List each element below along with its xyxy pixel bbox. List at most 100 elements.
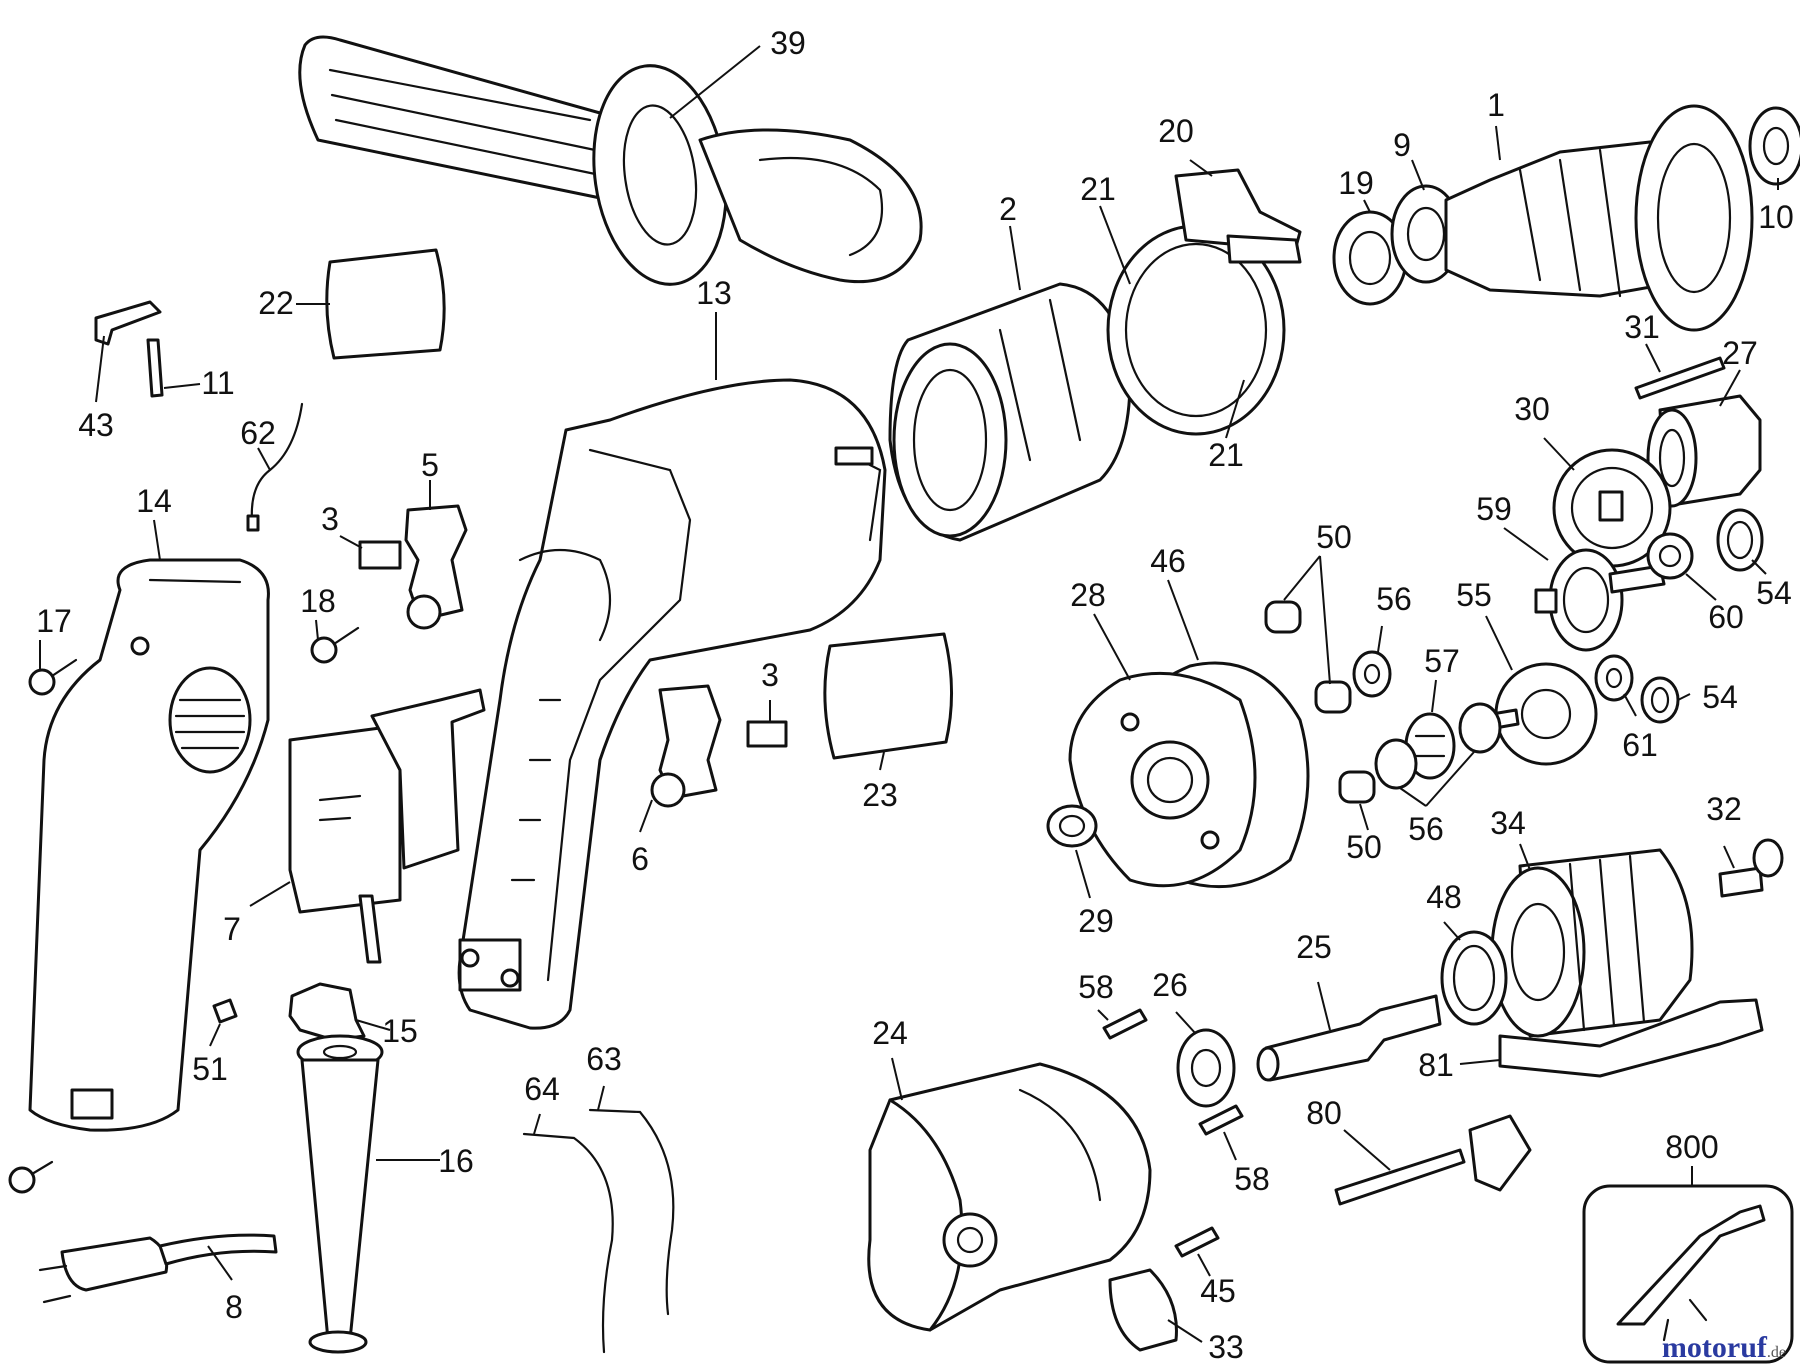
callout-80: 80: [1306, 1095, 1342, 1131]
bearing-inner-54a: [1726, 520, 1754, 560]
leader-line-61: [1623, 693, 1637, 717]
leader-line-8: [207, 1245, 233, 1281]
callout-32: 32: [1706, 791, 1742, 827]
callout-56a: 56: [1376, 581, 1412, 617]
leader-line-48: [1443, 921, 1461, 941]
callout-1: 1: [1487, 87, 1505, 123]
armature-part-1: [1390, 104, 1754, 332]
leader-line-31: [1645, 343, 1661, 373]
gear-hub-30: [1598, 490, 1624, 522]
screw-part-18: [310, 636, 338, 664]
bearing-inner-19: [1348, 230, 1392, 286]
leader-line-9: [1411, 159, 1425, 191]
brush-holder-cap-5: [406, 594, 442, 630]
washer-inner-56c: [1363, 663, 1381, 685]
washer-part-56c: [1352, 650, 1392, 698]
leader-line-7: [249, 881, 291, 907]
ratchet-part-60: [1646, 532, 1694, 580]
leader-line-39: [669, 45, 761, 119]
leader-line-45: [1197, 1253, 1211, 1277]
washer-part-56a: [1458, 702, 1502, 754]
callout-64: 64: [524, 1071, 560, 1107]
leader-line-33: [1167, 1319, 1203, 1343]
callout-20: 20: [1158, 113, 1194, 149]
callout-21a: 21: [1080, 171, 1116, 207]
spring-part-51: [212, 998, 238, 1024]
leader-line-57: [1431, 679, 1437, 713]
callout-8: 8: [225, 1289, 243, 1325]
leader-line-43: [95, 335, 105, 403]
callout-43: 43: [78, 407, 114, 443]
leader-line-14: [153, 519, 161, 561]
callout-22: 22: [258, 285, 294, 321]
pin-part-31: [1634, 356, 1726, 400]
callout-34: 34: [1490, 805, 1526, 841]
inset-box-800: [1582, 1184, 1794, 1364]
plate-slots-57: [1414, 734, 1446, 758]
callout-6: 6: [631, 841, 649, 877]
callout-16: 16: [438, 1143, 474, 1179]
callout-21b: 21: [1208, 437, 1244, 473]
callout-5: 5: [421, 447, 439, 483]
callout-10: 10: [1758, 199, 1794, 235]
callout-24: 24: [872, 1015, 908, 1051]
callout-19: 19: [1338, 165, 1374, 201]
leader-line-58b: [1223, 1131, 1237, 1161]
callout-29: 29: [1078, 903, 1114, 939]
callout-18: 18: [300, 583, 336, 619]
label-sheet-22: [325, 248, 446, 360]
washer-part-61: [1594, 654, 1634, 702]
armature-gear-part-34: [1490, 848, 1694, 1038]
callout-3a: 3: [321, 501, 339, 537]
callout-57: 57: [1424, 643, 1460, 679]
bearing-inner-26: [1190, 1048, 1222, 1088]
brush-holder-part-6: [658, 684, 722, 800]
bearing-part-54a: [1716, 508, 1764, 572]
gear-inner-30: [1570, 466, 1654, 550]
callout-51: 51: [192, 1051, 228, 1087]
washer-inner-61: [1605, 667, 1623, 689]
leader-line-60: [1685, 573, 1717, 601]
wire-end-62: [246, 514, 260, 532]
callout-48: 48: [1426, 879, 1462, 915]
callout-800: 800: [1665, 1129, 1718, 1165]
callout-58a: 58: [1078, 969, 1114, 1005]
callout-81: 81: [1418, 1047, 1454, 1083]
side-handle-part: [298, 35, 923, 286]
sleeve-part-27: [1646, 394, 1762, 508]
leader-line-58a: [1097, 1009, 1109, 1021]
leader-line-29: [1075, 849, 1091, 899]
screw-thread-17: [50, 658, 78, 678]
rear-handle-housing-14: [28, 558, 270, 1132]
leader-line-26: [1175, 1011, 1197, 1035]
callout-60: 60: [1708, 599, 1744, 635]
leader-line-28: [1093, 613, 1131, 681]
callout-62: 62: [240, 415, 276, 451]
screw-part-17: [28, 668, 56, 696]
callout-26: 26: [1152, 967, 1188, 1003]
clip-part-43: [94, 300, 162, 346]
callout-28: 28: [1070, 577, 1106, 613]
leader-line-51: [209, 1023, 221, 1047]
bushing-part-50c: [1338, 770, 1376, 804]
bearing-inner-10: [1762, 126, 1790, 166]
callout-7: 7: [223, 911, 241, 947]
retaining-ring-inner-48: [1452, 944, 1496, 1012]
ratchet-inner-60: [1658, 544, 1682, 568]
callout-63: 63: [586, 1041, 622, 1077]
leader-line-54b: [1677, 693, 1691, 701]
callout-39: 39: [770, 25, 806, 61]
leader-line-20: [1189, 159, 1213, 177]
washer-part-29: [1046, 804, 1098, 848]
leader-line-11: [163, 383, 201, 389]
cord-protector-part-16: [296, 1034, 384, 1354]
clamp-part-15: [288, 982, 366, 1042]
leader-line-56a: [1377, 625, 1383, 653]
label-sheet-23: [823, 632, 954, 760]
bearing-part-10: [1748, 106, 1800, 186]
leader-line-6: [639, 799, 653, 833]
leader-line-23: [879, 751, 885, 771]
leader-line-2: [1009, 225, 1021, 291]
leader-line-1: [1495, 125, 1501, 161]
motor-housing-13: [457, 378, 887, 1030]
